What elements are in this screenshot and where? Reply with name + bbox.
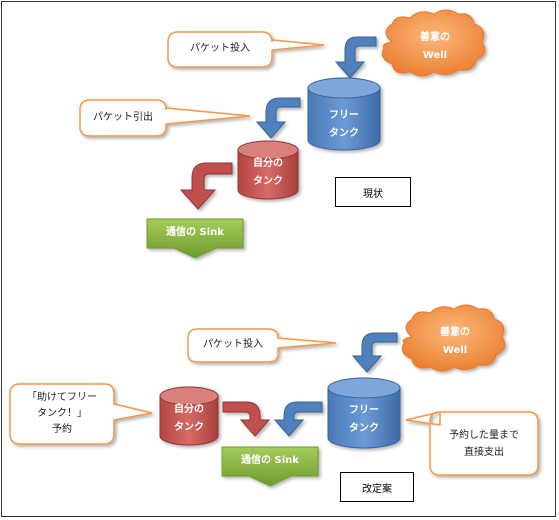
callout-input-bottom-label: パケット投入 — [203, 339, 263, 350]
caption-proposal: 改定案 — [340, 472, 414, 502]
arrow-owntank-to-sink-bottom — [222, 401, 271, 437]
own-tank-top-line2: タンク — [253, 176, 283, 187]
free-tank-bottom — [327, 377, 401, 449]
callout-help-bottom — [9, 383, 153, 445]
callout-direct-bottom — [405, 411, 539, 476]
own-tank-top — [237, 140, 299, 200]
cloud-well-bottom — [401, 304, 506, 372]
callout-output-top-label: パケット引出 — [93, 112, 153, 123]
sink-bottom-label: 通信の Sink — [241, 455, 299, 466]
caption-current: 現状 — [335, 177, 411, 207]
arrow-freetank-to-sink-bottom — [273, 401, 323, 437]
cloud-bottom-line1: 善意の — [440, 327, 470, 338]
arrow-cloud-to-freetank-top — [334, 36, 377, 79]
own-tank-bottom-line2: タンク — [174, 422, 204, 433]
callout-help-line1: 「助けてフリー — [27, 392, 97, 403]
free-tank-top-line2: タンク — [329, 128, 359, 139]
callout-input-bottom — [187, 328, 337, 363]
sink-top-label: 通信の Sink — [166, 227, 224, 238]
free-tank-bottom-line2: タンク — [349, 423, 379, 434]
free-tank-bottom-line1: フリー — [349, 405, 379, 416]
free-tank-top-line1: フリー — [329, 110, 359, 121]
cloud-top-line2: Well — [422, 50, 448, 61]
callout-output-top — [79, 99, 251, 137]
callout-direct-line2: 直接支出 — [464, 447, 504, 458]
callout-input-top — [167, 31, 325, 68]
cloud-bottom-line2: Well — [442, 345, 468, 356]
callout-direct-line1: 予約した量まで — [449, 430, 519, 441]
sink-bottom — [221, 446, 319, 487]
cloud-top-line1: 善意の — [420, 32, 450, 43]
own-tank-bottom-line1: 自分の — [174, 404, 204, 415]
arrow-owntank-to-sink-top — [179, 162, 233, 210]
cloud-well-top — [381, 9, 486, 77]
arrow-freetank-to-owntank-top — [255, 97, 301, 139]
arrow-cloud-to-freetank-bottom — [351, 332, 398, 373]
own-tank-bottom — [159, 386, 219, 446]
free-tank-top — [307, 77, 381, 151]
own-tank-top-line1: 自分の — [253, 158, 283, 169]
sink-top — [146, 218, 244, 259]
callout-help-line3: 予約 — [52, 424, 72, 435]
callout-input-top-label: パケット投入 — [190, 43, 250, 54]
callout-help-line2: タンク！」 — [37, 408, 87, 419]
